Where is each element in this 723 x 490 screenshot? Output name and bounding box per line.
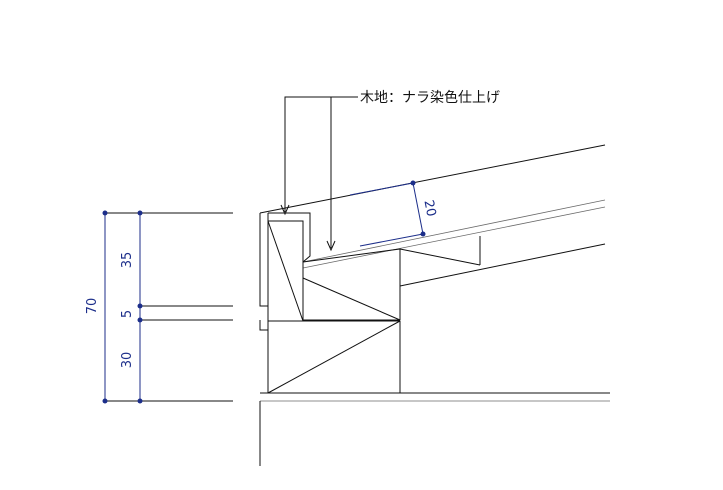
annotation-leader: [280, 96, 358, 252]
upper-stud: [267, 220, 304, 322]
dimension-extension-lines: [105, 212, 233, 402]
dimension-lines: [102, 180, 426, 404]
dimension-lower-30: 30: [120, 352, 135, 369]
dimension-overall-70: 70: [85, 298, 100, 315]
packing-block: [302, 248, 401, 321]
dimension-board-20: 20: [420, 199, 438, 218]
base-lines: [259, 392, 610, 466]
dimension-middle-5: 5: [120, 310, 135, 318]
roof-board-lines: [259, 144, 606, 287]
lower-block: [267, 320, 401, 394]
material-finish-label: 木地：ナラ染色仕上げ: [360, 89, 500, 106]
small-wedge: [399, 236, 481, 266]
dimension-upper-35: 35: [120, 252, 135, 269]
